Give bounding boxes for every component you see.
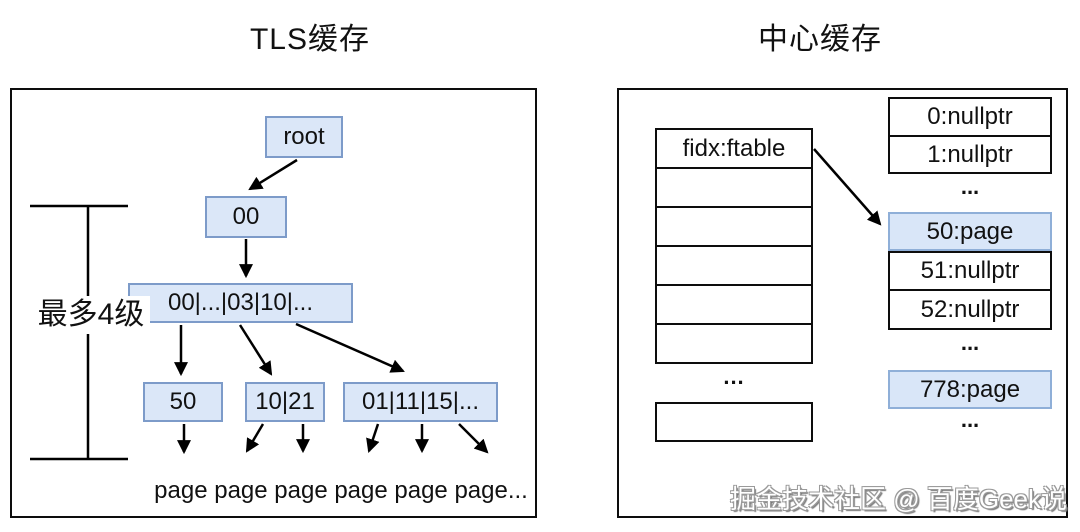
node-00: 00 [205,196,287,238]
span-map-cell-50: 50:page [888,212,1052,251]
span-map-cell-1: 1:nullptr [888,135,1052,174]
node-root: root [265,116,343,158]
span-map-cell-51: 51:nullptr [888,251,1052,291]
watermark-text: 掘金技术社区 @ 百度Geek说 [730,484,1067,514]
max-levels-label: 最多4级 [32,296,150,334]
ftable-header-row: fidx:ftable [657,130,811,169]
ftable-empty-row [657,325,811,362]
ftable-ellipsis: ... [723,364,745,389]
tls-cache-title: TLS缓存 [249,23,371,56]
ftable-empty-row [657,247,811,286]
page-leaves-label: page page page page page page... [154,477,528,504]
span-map-ellipsis: ... [960,330,980,355]
span-map-cell-0: 0:nullptr [888,97,1052,137]
node-01-11-15: 01|11|15|... [343,382,498,422]
ftable-empty-row [657,208,811,247]
ftable-empty-row [657,286,811,325]
span-map-cell-778: 778:page [888,370,1052,409]
node-50: 50 [143,382,223,422]
node-level2: 00|...|03|10|... [128,283,353,323]
ftable-empty-row [657,169,811,208]
central-cache-title: 中心缓存 [758,23,882,56]
node-10-21: 10|21 [245,382,325,422]
ftable: fidx:ftable [655,128,813,364]
tls-cache-panel [10,88,537,518]
ftable-tail-cell [655,402,813,442]
central-cache-panel [617,88,1068,518]
span-map-cell-52: 52:nullptr [888,289,1052,330]
span-map-ellipsis: ... [960,407,980,432]
span-map-ellipsis: ... [960,174,980,199]
